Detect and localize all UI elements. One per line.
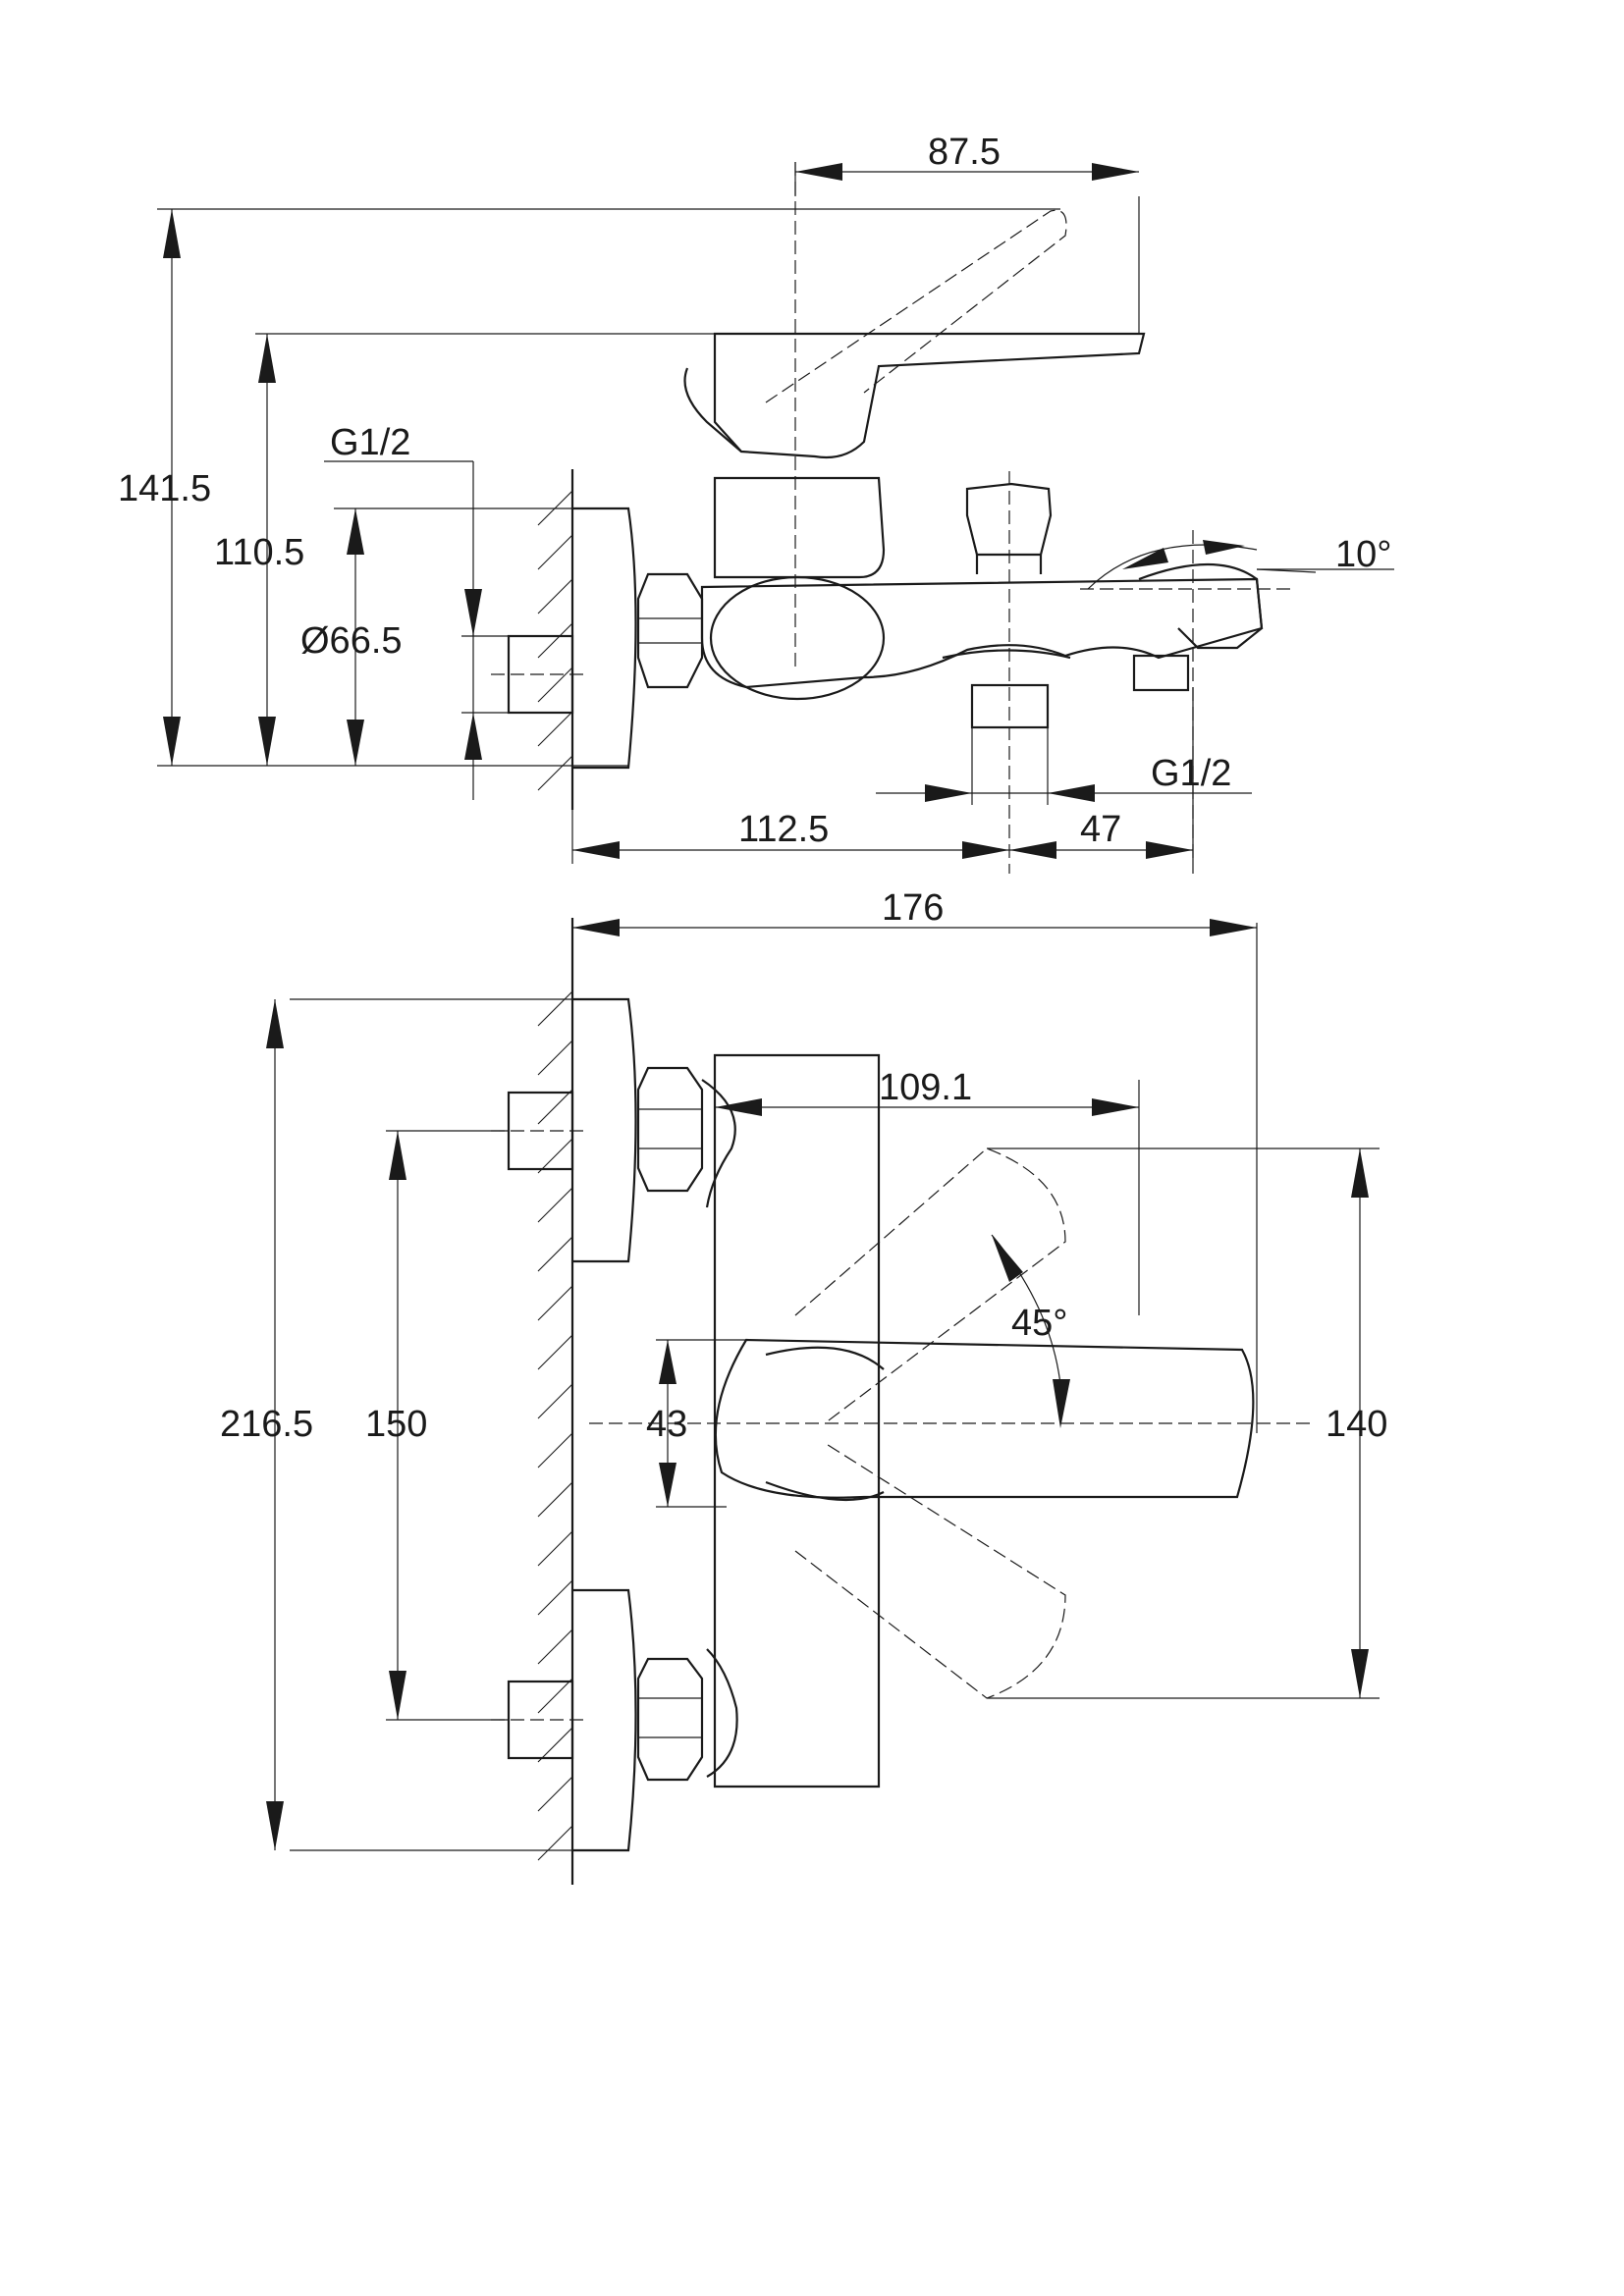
- dim-spout-angle: 10°: [1335, 534, 1391, 575]
- aerator-side: [1132, 654, 1190, 692]
- flange-top-upper: [572, 997, 637, 1263]
- spout-tip-side: [1138, 562, 1264, 650]
- cartridge-ellipse: [709, 575, 886, 701]
- dim-flange-span: 216.5: [220, 1404, 313, 1445]
- side-view: 141.5 110.5 Ø66.5 G1/2 87.5 10° G1/2: [118, 132, 1394, 874]
- flange-top-lower: [572, 1588, 637, 1852]
- dim-outlet-to-spout: 47: [1080, 809, 1121, 850]
- dim-wall-to-outlet: 112.5: [738, 809, 829, 850]
- dim-outlet-thread: G1/2: [1151, 753, 1231, 794]
- dim-handle-angle: 45°: [1011, 1303, 1067, 1344]
- dim-overall-height: 141.5: [118, 468, 211, 509]
- dim-handle-height: 110.5: [214, 532, 304, 573]
- dim-handle-reach: 109.1: [879, 1067, 972, 1108]
- mixer-body-top: [713, 1053, 881, 1789]
- hex-nut-top-lower: [636, 1657, 704, 1782]
- elbow-top-lower: [706, 1648, 738, 1778]
- dim-spout-reach-top: 87.5: [928, 132, 1001, 173]
- lever-handle-top: [714, 1338, 1255, 1499]
- lever-tilted-dashed: [765, 209, 1067, 403]
- flange-side: [572, 507, 637, 770]
- mixer-body-side: [700, 577, 1264, 689]
- dim-inlet-centres: 150: [365, 1404, 427, 1445]
- lever-swung-dashed-upper: [794, 1148, 1066, 1424]
- lever-handle-side: [713, 332, 1146, 459]
- lever-swung-dashed-lower: [794, 1442, 1066, 1699]
- wall-hatching-side: [537, 490, 573, 791]
- dim-body-width: 43: [646, 1404, 687, 1445]
- dim-overall-depth: 176: [882, 887, 944, 929]
- lever-handle-curve: [683, 367, 742, 453]
- dim-handle-swing: 140: [1326, 1404, 1387, 1445]
- hex-nut-top-upper: [636, 1066, 704, 1193]
- hex-nut-side: [636, 572, 704, 689]
- top-view: 176 109.1 45° 216.5 150 43 140: [220, 887, 1387, 1885]
- elbow-top-upper: [701, 1079, 736, 1208]
- dim-inlet-thread: G1/2: [330, 422, 410, 463]
- cartridge-column: [713, 476, 886, 579]
- dim-flange-diameter: Ø66.5: [300, 620, 403, 662]
- diverter-knob: [965, 482, 1053, 557]
- wall-hatching-top: [537, 990, 573, 1861]
